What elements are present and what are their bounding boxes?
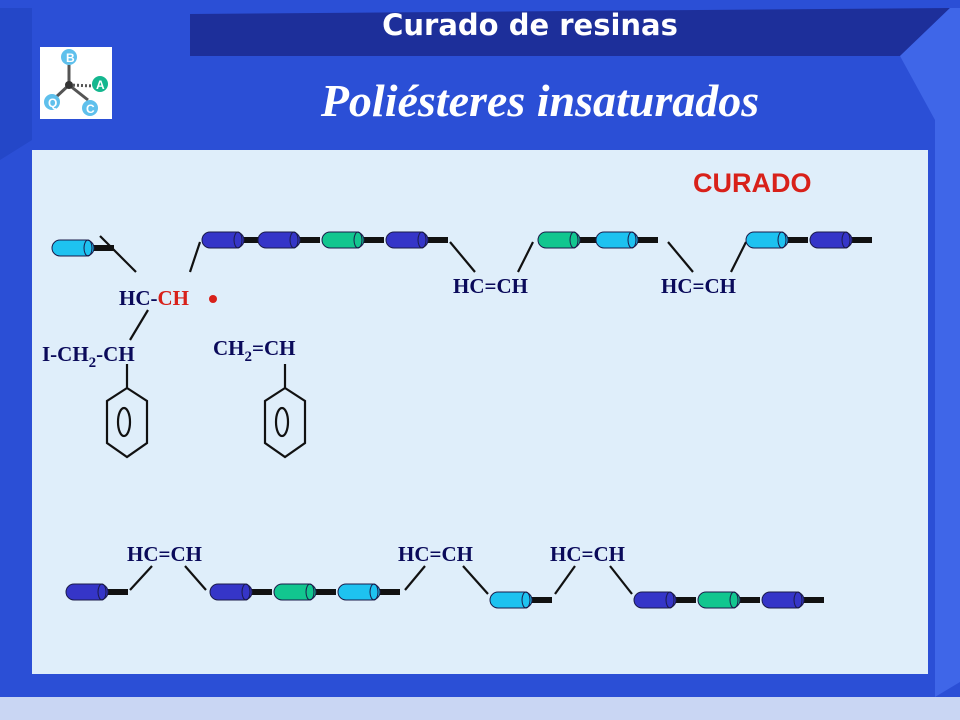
chain-segment <box>537 231 600 249</box>
left-edge <box>0 8 32 160</box>
chain-segment <box>489 591 552 609</box>
grafted-left: I-CH <box>42 342 89 366</box>
logo-letter-b: B <box>66 51 75 65</box>
chain-segment <box>697 591 760 609</box>
chain-segment <box>809 231 872 249</box>
logo-letter-c: C <box>86 102 95 116</box>
logo-letter-a: A <box>96 78 105 92</box>
polymer-segments <box>51 231 872 609</box>
chain-label-top-1: HC=CH <box>453 274 528 298</box>
right-bevel <box>900 8 960 697</box>
header-title: Curado de resinas <box>382 8 678 42</box>
chain-label-top-2: HC=CH <box>661 274 736 298</box>
chain-segment <box>745 231 808 249</box>
styrene-sub: 2 <box>244 349 253 365</box>
radical-group: HC-CH <box>119 286 189 311</box>
chain-segment <box>321 231 384 249</box>
chain-segment <box>201 231 264 249</box>
chain-segment <box>337 583 400 601</box>
chain-segment <box>65 583 128 601</box>
styrene-monomer-label: CH2=CH <box>213 336 296 365</box>
chain-segment <box>209 583 272 601</box>
chain-segment <box>633 591 696 609</box>
styrene-left: CH <box>213 336 245 360</box>
curado-label: CURADO <box>693 168 812 198</box>
chain-segment <box>385 231 448 249</box>
molecule-abc-logo-icon: B A C Q <box>40 47 112 119</box>
radical-prefix: HC- <box>119 286 158 310</box>
chain-segment <box>273 583 336 601</box>
chain-label-bottom-3: HC=CH <box>550 542 625 566</box>
benzene-ring-styrene <box>263 386 307 459</box>
chain-label-bottom-1: HC=CH <box>127 542 202 566</box>
radical-dot <box>209 295 217 303</box>
chain-segment <box>257 231 320 249</box>
grafted-right: -CH <box>96 342 135 366</box>
logo-letter-q: Q <box>48 96 57 110</box>
radical-ch: CH <box>157 286 190 310</box>
styrene-right: =CH <box>252 336 296 360</box>
page-title: Poliésteres insaturados <box>320 75 760 126</box>
bottom-band <box>0 697 960 720</box>
header-band <box>190 8 950 56</box>
chain-segment <box>595 231 658 249</box>
bond-lines <box>99 235 747 595</box>
grafted-styrene-label: I-CH2-CH <box>42 342 135 371</box>
grafted-sub: 2 <box>88 355 97 371</box>
chain-segment <box>51 239 114 257</box>
chain-label-bottom-2: HC=CH <box>398 542 473 566</box>
benzene-ring-grafted <box>105 386 149 459</box>
chain-segment <box>761 591 824 609</box>
